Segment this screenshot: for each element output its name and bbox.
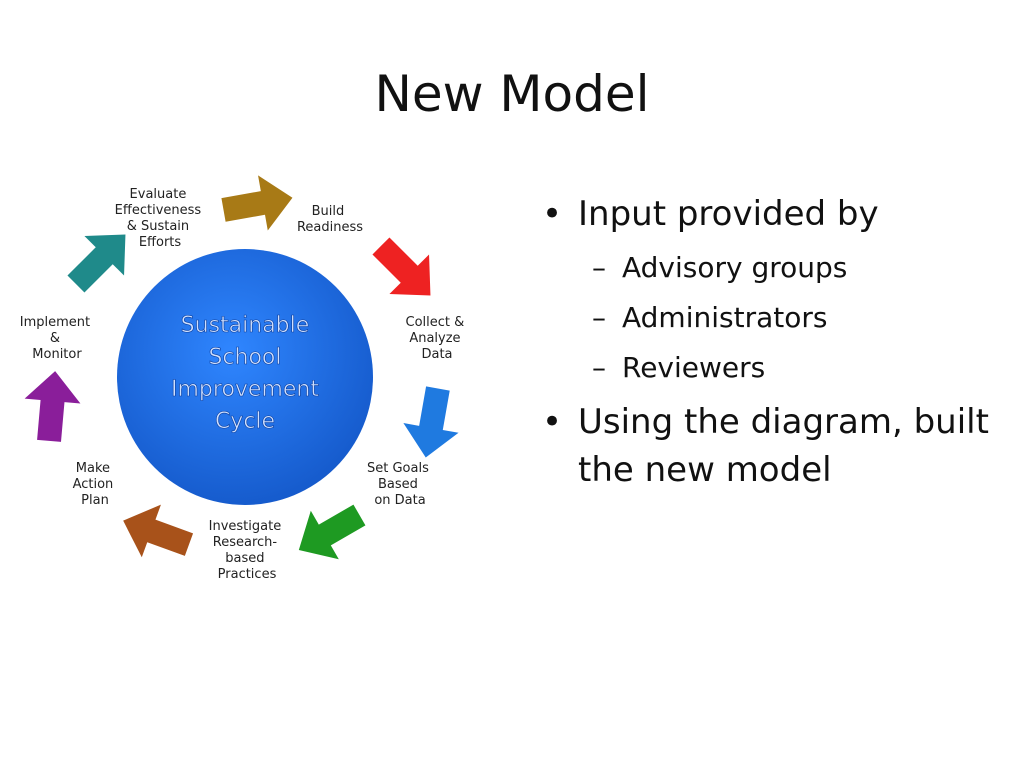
step-label-set-goals: Set Goals Based on Data [367, 461, 433, 508]
sub-bullet-item: – Advisory groups [540, 248, 1010, 288]
center-label-line-2: School [208, 345, 281, 370]
arrow-collect-analyze-icon [372, 237, 431, 296]
arrow-implement-monitor-icon [24, 371, 81, 442]
bullet-text: Input provided by [578, 194, 879, 234]
arrow-set-goals-icon [403, 386, 459, 458]
step-label-investigate: Investigate Research- based Practices [209, 519, 286, 582]
bullet-dot-icon: • [542, 402, 563, 442]
center-label-line-4: Cycle [215, 409, 275, 434]
dash-icon: – [592, 301, 606, 334]
arrow-make-action-plan-icon [123, 504, 194, 558]
bullet-item: • Using the diagram, built the new model [540, 398, 1010, 494]
arrow-investigate-icon [298, 504, 366, 560]
center-label-line-1: Sustainable [181, 313, 310, 338]
bullet-list: • Input provided by – Advisory groups – … [540, 190, 1010, 504]
center-label-line-3: Improvement [171, 377, 319, 402]
step-label-implement-monitor: Implement & Monitor [20, 315, 95, 362]
dash-icon: – [592, 251, 606, 284]
improvement-cycle-diagram: Sustainable School Improvement Cycle Bui… [20, 175, 469, 582]
sub-bullet-item: – Administrators [540, 298, 1010, 338]
sub-bullet-text: Advisory groups [622, 251, 848, 284]
bullet-text: Using the diagram, built the new model [578, 402, 989, 490]
step-label-evaluate: Evaluate Effectiveness & Sustain Efforts [115, 187, 206, 250]
sub-bullet-item: – Reviewers [540, 348, 1010, 388]
arrow-build-readiness-icon [221, 175, 293, 231]
slide-title: New Model [374, 65, 650, 123]
sub-bullet-text: Reviewers [622, 351, 766, 384]
step-label-make-action-plan: Make Action Plan [73, 461, 118, 508]
step-label-build-readiness: Build Readiness [297, 204, 363, 235]
dash-icon: – [592, 351, 606, 384]
bullet-item: • Input provided by [540, 190, 1010, 238]
center-circle [117, 249, 373, 505]
sub-bullet-text: Administrators [622, 301, 828, 334]
step-label-collect-analyze: Collect & Analyze Data [406, 315, 469, 362]
bullet-dot-icon: • [542, 194, 563, 234]
arrow-evaluate-icon [67, 234, 126, 293]
